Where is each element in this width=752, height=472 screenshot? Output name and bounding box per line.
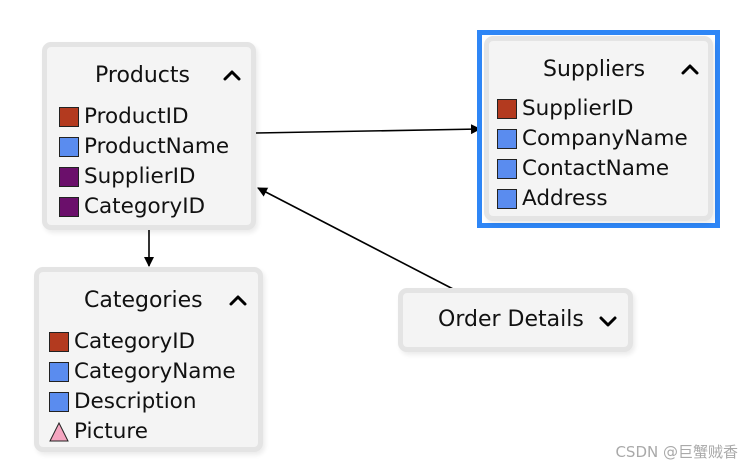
field-label: ProductName <box>84 134 230 159</box>
field-label: Picture <box>74 419 148 444</box>
key-square-icon <box>49 332 69 352</box>
foreign-key-square-icon <box>59 197 79 217</box>
field-label: CompanyName <box>522 126 688 151</box>
field-label: SupplierID <box>522 96 634 121</box>
field-label: CategoryName <box>74 359 236 384</box>
string-square-icon <box>497 129 517 149</box>
products-node[interactable]: Products ProductID ProductName SupplierI… <box>42 42 256 230</box>
field-label: CategoryID <box>84 194 206 219</box>
key-square-icon <box>497 99 517 119</box>
field-label: ProductID <box>84 104 189 129</box>
suppliers-node[interactable]: Suppliers SupplierID CompanyName Contact… <box>484 36 713 221</box>
string-square-icon <box>497 189 517 209</box>
triangle-icon <box>49 422 69 442</box>
products-node-title: Products <box>95 63 190 88</box>
chevron-up-icon[interactable] <box>679 59 701 81</box>
order-details-node[interactable]: Order Details <box>398 288 633 352</box>
string-square-icon <box>59 137 79 157</box>
key-square-icon <box>59 107 79 127</box>
selection-highlight <box>477 30 720 228</box>
chevron-down-icon[interactable] <box>597 310 619 332</box>
field-label: CategoryID <box>74 329 196 354</box>
field-label: SupplierID <box>84 164 196 189</box>
chevron-up-icon[interactable] <box>227 290 249 312</box>
field-label: Address <box>522 186 608 211</box>
suppliers-node-title: Suppliers <box>543 57 646 82</box>
string-square-icon <box>49 362 69 382</box>
link-products-to-suppliers[interactable] <box>255 124 481 135</box>
link-order-details-to-products[interactable] <box>257 187 456 291</box>
suppliers-node-header: Suppliers <box>489 55 708 85</box>
string-square-icon <box>49 392 69 412</box>
foreign-key-square-icon <box>59 167 79 187</box>
watermark: CSDN @巨蟹贼香 <box>615 443 738 461</box>
order-details-node-header: Order Details <box>403 305 628 335</box>
order-details-node-title: Order Details <box>438 307 584 332</box>
categories-node[interactable]: Categories CategoryID CategoryName Descr… <box>34 267 263 452</box>
field-label: Description <box>74 389 197 414</box>
field-label: ContactName <box>522 156 670 181</box>
categories-node-title: Categories <box>84 288 203 313</box>
chevron-up-icon[interactable] <box>221 65 243 87</box>
products-node-header: Products <box>47 61 251 91</box>
categories-node-header: Categories <box>39 286 258 316</box>
string-square-icon <box>497 159 517 179</box>
